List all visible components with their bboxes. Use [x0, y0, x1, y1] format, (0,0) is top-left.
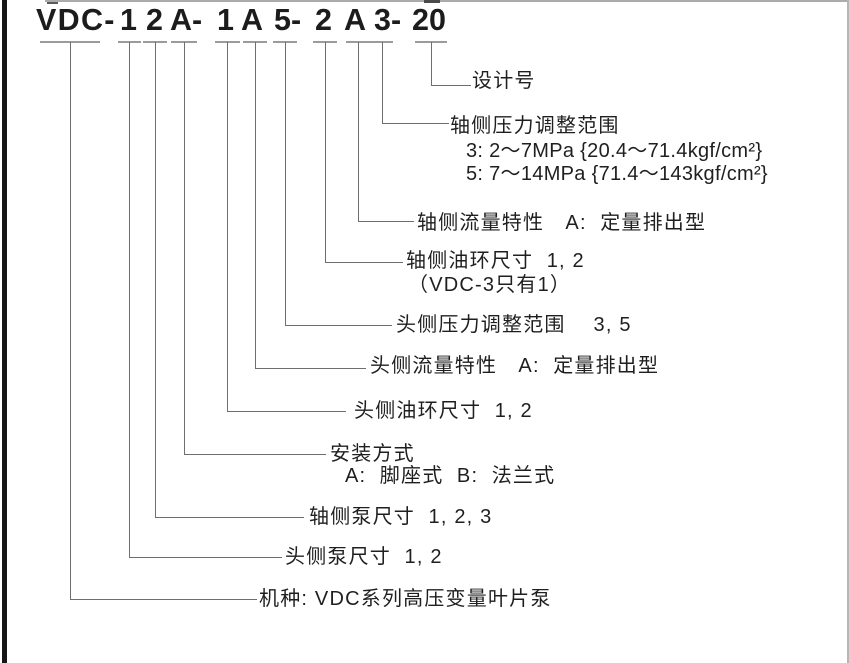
model-code-token: A-	[170, 3, 203, 37]
top-edge-artifact	[47, 2, 58, 4]
model-code-token: 1	[217, 3, 234, 37]
label-head-pressure-range: 头侧压力调整范围 3, 5	[396, 314, 632, 336]
left-edge-black-bar	[2, 0, 7, 663]
model-code-token: A	[241, 3, 264, 37]
label-machine-series: 机种: VDC系列高压变量叶片泵	[259, 588, 552, 610]
model-code-token: 3-	[374, 3, 402, 37]
leader-design-number	[431, 42, 471, 86]
leader-axial-pressure-range	[382, 42, 449, 124]
model-code-token: 2	[315, 3, 332, 37]
leader-head-oil-ring-size	[227, 42, 346, 412]
label-axial-oil-ring-size: 轴侧油环尺寸 1, 2	[406, 250, 585, 272]
top-hairline	[45, 0, 849, 2]
leader-axial-pump-size	[155, 42, 304, 518]
label-axial-pump-size: 轴侧泵尺寸 1, 2, 3	[309, 506, 493, 528]
label-mounting-options: A: 脚座式 B: 法兰式	[345, 465, 556, 487]
top-edge-artifact	[424, 0, 440, 3]
leader-machine-series	[70, 42, 257, 600]
model-code-token: 2	[146, 3, 163, 37]
label-axial-flow-characteristic: 轴侧流量特性 A: 定量排出型	[417, 212, 707, 234]
label-head-pump-size: 头侧泵尺寸 1, 2	[285, 546, 443, 568]
leader-head-flow-characteristic	[255, 42, 366, 369]
model-code-token: 20	[412, 3, 446, 37]
model-code-token: VDC-	[36, 3, 116, 37]
label-head-flow-characteristic: 头侧流量特性 A: 定量排出型	[370, 355, 660, 377]
right-hairline	[847, 0, 849, 663]
model-code-token: 1	[120, 3, 137, 37]
label-head-oil-ring-size: 头侧油环尺寸 1, 2	[354, 400, 533, 422]
model-code-token: A	[344, 3, 367, 37]
leader-head-pressure-range	[285, 42, 392, 326]
label-axial-pressure-range: 轴侧压力调整范围	[450, 115, 620, 137]
model-code-token: 5-	[274, 3, 302, 37]
leader-axial-flow-characteristic	[358, 42, 414, 222]
leader-mounting-type	[184, 42, 326, 455]
label-mounting-type: 安装方式	[330, 443, 415, 465]
label-axial-oil-ring-note: （VDC-3只有1）	[408, 274, 572, 296]
leader-head-pump-size	[129, 42, 282, 558]
leader-axial-oil-ring-size	[325, 42, 403, 263]
label-axial-pressure-option-5: 5: 7〜14MPa {71.4〜143kgf/cm²}	[466, 163, 768, 185]
label-design-number: 设计号	[472, 70, 536, 92]
label-axial-pressure-option-3: 3: 2〜7MPa {20.4〜71.4kgf/cm²}	[466, 140, 763, 162]
